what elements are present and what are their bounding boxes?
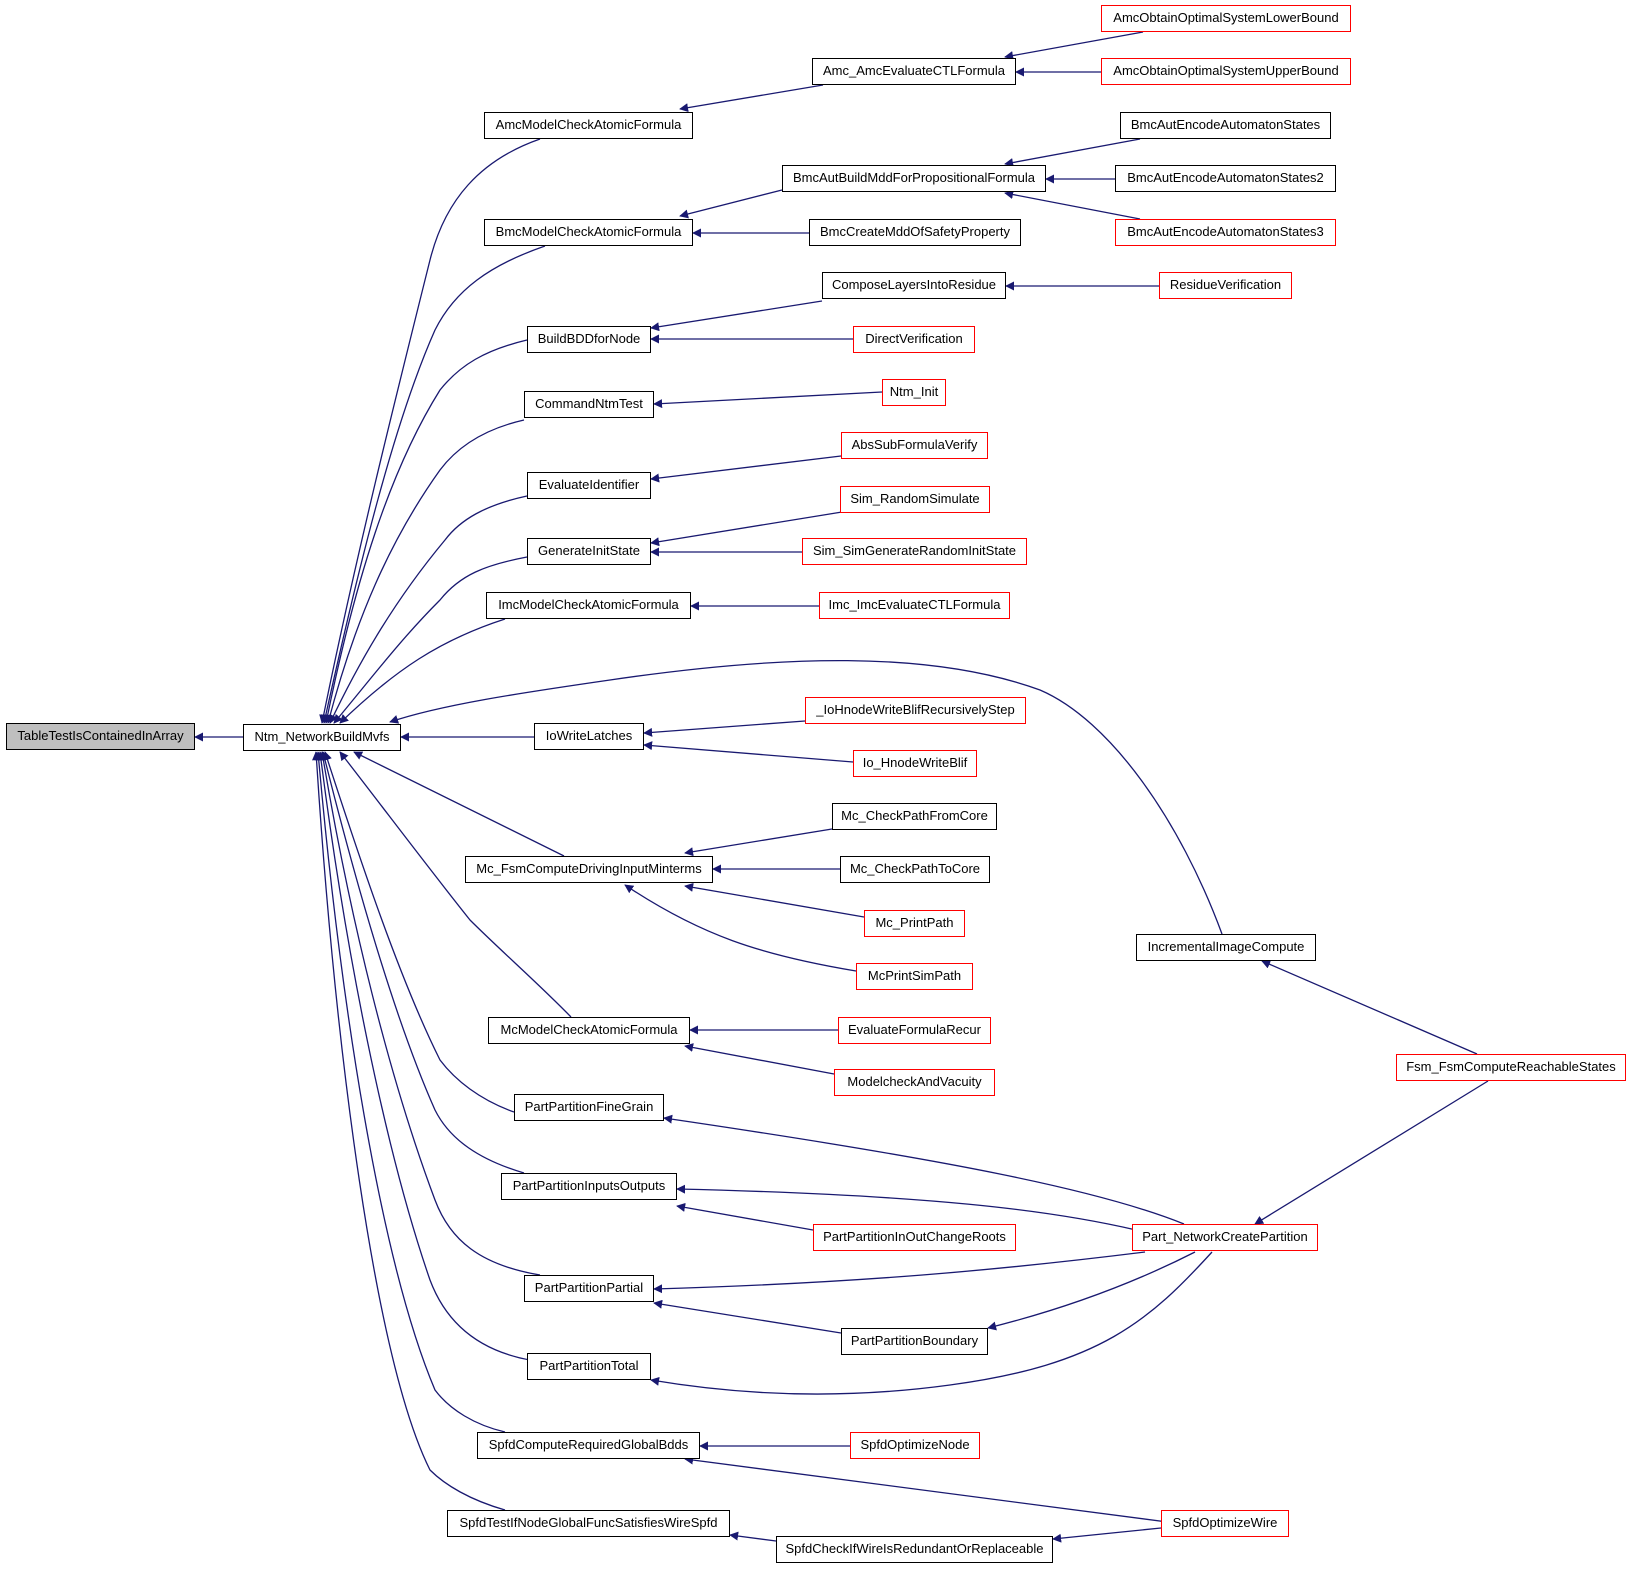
edge-part-net-to-part-boundary (987, 1251, 1196, 1331)
edge-build-bdd-to-ntm (323, 339, 528, 724)
edge-bmc-enc-to-bmc-aut (1004, 138, 1141, 167)
node-bmc-aut-encode-automaton-states[interactable]: BmcAutEncodeAutomatonStates (1120, 112, 1331, 139)
node-part-partition-boundary[interactable]: PartPartitionBoundary (841, 1328, 988, 1355)
edge-layer (194, 31, 1489, 1543)
edge-gen-init-to-ntm (333, 556, 528, 724)
node-sim-random-simulate[interactable]: Sim_RandomSimulate (840, 486, 990, 513)
node-part-partition-total[interactable]: PartPartitionTotal (527, 1353, 651, 1380)
edge-compose-to-build-bdd (650, 300, 823, 332)
node-incremental-image-compute[interactable]: IncrementalImageCompute (1136, 934, 1316, 961)
edge-cmd-ntm-to-ntm (325, 419, 525, 724)
node-residue-verification[interactable]: ResidueVerification (1159, 272, 1292, 299)
node-part-partition-fine-grain[interactable]: PartPartitionFineGrain (514, 1094, 664, 1121)
node-fsm-fsm-compute-reachable-states[interactable]: Fsm_FsmComputeReachableStates (1396, 1054, 1626, 1081)
node-mc-check-path-from-core[interactable]: Mc_CheckPathFromCore (832, 803, 997, 830)
edge-mc-print-sim-to-mc-fsm (624, 884, 857, 972)
node-modelcheck-and-vacuity[interactable]: ModelcheckAndVacuity (834, 1069, 995, 1096)
edge-part-net-to-part-fine (663, 1114, 1185, 1225)
node-part-partition-partial[interactable]: PartPartitionPartial (524, 1275, 654, 1302)
node-spfd-optimize-node[interactable]: SpfdOptimizeNode (850, 1432, 980, 1459)
edge-amc-lower-to-amc-eval (1004, 31, 1144, 60)
node-mc-print-path[interactable]: Mc_PrintPath (864, 910, 965, 937)
edge-model-vac-to-mc-model (684, 1043, 835, 1075)
edge-part-net-to-part-partial (653, 1251, 1146, 1294)
node-spfd-check-if-wire-is-redundant-or-replaceable[interactable]: SpfdCheckIfWireIsRedundantOrReplaceable (776, 1536, 1053, 1563)
edge-abs-sub-to-eval-id (650, 455, 842, 483)
node-sim-sim-generate-random-init-state[interactable]: Sim_SimGenerateRandomInitState (802, 538, 1027, 565)
node-imc-imc-evaluate-ctl-formula[interactable]: Imc_ImcEvaluateCTLFormula (819, 592, 1010, 619)
node-io-hnode-write-blif[interactable]: Io_HnodeWriteBlif (853, 750, 977, 777)
node-ntm-network-build-mvfs[interactable]: Ntm_NetworkBuildMvfs (243, 724, 401, 751)
node-spfd-test-if-node-global-func-satisfies-wire-spfd[interactable]: SpfdTestIfNodeGlobalFuncSatisfiesWireSpf… (447, 1510, 730, 1537)
node-bmc-aut-encode-automaton-states3[interactable]: BmcAutEncodeAutomatonStates3 (1115, 219, 1336, 246)
node-bmc-model-check-atomic-formula[interactable]: BmcModelCheckAtomicFormula (484, 219, 693, 246)
node-amc-obtain-optimal-system-lower-bound[interactable]: AmcObtainOptimalSystemLowerBound (1101, 5, 1351, 32)
edge-part-total-to-ntm (316, 751, 531, 1361)
edge-imc-model-to-ntm (339, 618, 506, 724)
edge-part-io-to-ntm (320, 751, 525, 1174)
edge-mc-print-to-mc-fsm (684, 882, 865, 918)
edge-part-net-to-part-total (650, 1251, 1213, 1395)
edge-spfd-opt-wire-to-spfd-check (1052, 1527, 1162, 1543)
node-evaluate-formula-recur[interactable]: EvaluateFormulaRecur (838, 1017, 991, 1044)
node-io-write-latches[interactable]: IoWriteLatches (534, 723, 644, 750)
node-bmc-create-mdd-of-safety-property[interactable]: BmcCreateMddOfSafetyProperty (809, 219, 1021, 246)
node-mc-print-sim-path[interactable]: McPrintSimPath (856, 963, 973, 990)
node-amc-obtain-optimal-system-upper-bound[interactable]: AmcObtainOptimalSystemUpperBound (1101, 58, 1351, 85)
node-ntm-init[interactable]: Ntm_Init (882, 379, 946, 406)
node-evaluate-identifier[interactable]: EvaluateIdentifier (527, 472, 651, 499)
edge-spfd-opt-wire-to-spfd-req (684, 1455, 1176, 1524)
edge-io-hnode-to-io-write (643, 741, 854, 763)
node-abs-sub-formula-verify[interactable]: AbsSubFormulaVerify (841, 432, 988, 459)
node-mc-fsm-compute-driving-input-minterms[interactable]: Mc_FsmComputeDrivingInputMinterms (465, 856, 713, 883)
edge-bmc-aut-to-bmc-model (679, 189, 783, 219)
node-spfd-optimize-wire[interactable]: SpfdOptimizeWire (1161, 1510, 1289, 1537)
edge-part-boundary-to-part-partial (653, 1299, 842, 1334)
edge-fsm-reach-to-part-net (1254, 1080, 1489, 1225)
edge-spfd-test-to-ntm (312, 751, 506, 1511)
edge-sim-random-to-gen-init (650, 511, 843, 547)
node-command-ntm-test[interactable]: CommandNtmTest (524, 391, 654, 418)
edge-mc-from-core-to-mc-fsm (684, 828, 833, 857)
node-amc-amc-evaluate-ctl-formula[interactable]: Amc_AmcEvaluateCTLFormula (812, 58, 1016, 85)
node-spfd-compute-required-global-bdds[interactable]: SpfdComputeRequiredGlobalBdds (477, 1432, 700, 1459)
edge-part-partial-to-ntm (318, 751, 541, 1276)
edge-inc-image-to-ntm (389, 659, 1223, 935)
node-table-test-is-contained-in-array: TableTestIsContainedInArray (6, 723, 195, 750)
node-bmc-aut-build-mdd-for-propositional-formula[interactable]: BmcAutBuildMddForPropositionalFormula (782, 165, 1046, 192)
node-direct-verification[interactable]: DirectVerification (853, 326, 975, 353)
node-bmc-aut-encode-automaton-states2[interactable]: BmcAutEncodeAutomatonStates2 (1115, 165, 1336, 192)
node-part-network-create-partition[interactable]: Part_NetworkCreatePartition (1132, 1224, 1318, 1251)
edge-bmc-model-to-ntm (321, 245, 546, 724)
edge-io-hnode-step-to-io-write (643, 720, 806, 737)
edge-part-in-out-to-part-io (676, 1202, 814, 1231)
node-io-hnode-write-blif-recursively-step[interactable]: _IoHnodeWriteBlifRecursivelyStep (805, 697, 1026, 724)
edge-bmc-enc3-to-bmc-aut (1004, 190, 1141, 220)
node-mc-check-path-to-core[interactable]: Mc_CheckPathToCore (840, 856, 990, 883)
node-compose-layers-into-residue[interactable]: ComposeLayersIntoResidue (822, 272, 1006, 299)
edge-fsm-reach-to-inc-image (1261, 960, 1478, 1055)
node-part-partition-inputs-outputs[interactable]: PartPartitionInputsOutputs (501, 1173, 677, 1200)
edge-mc-model-to-ntm (339, 751, 572, 1018)
edge-amc-eval-to-amc-model (679, 84, 824, 113)
node-mc-model-check-atomic-formula[interactable]: McModelCheckAtomicFormula (488, 1017, 690, 1044)
node-generate-init-state[interactable]: GenerateInitState (527, 538, 651, 565)
edge-ntm-init-to-cmd-ntm (653, 391, 883, 409)
edge-amc-model-to-ntm (319, 138, 541, 724)
edge-spfd-req-to-ntm (314, 751, 506, 1433)
edge-eval-id-to-ntm (329, 495, 528, 724)
node-amc-model-check-atomic-formula[interactable]: AmcModelCheckAtomicFormula (484, 112, 693, 139)
edge-spfd-check-to-spfd-test (729, 1531, 777, 1542)
node-part-partition-in-out-change-roots[interactable]: PartPartitionInOutChangeRoots (813, 1224, 1016, 1251)
edge-part-fine-to-ntm (323, 751, 515, 1113)
edge-mc-fsm-to-ntm (353, 751, 565, 857)
node-imc-model-check-atomic-formula[interactable]: ImcModelCheckAtomicFormula (486, 592, 691, 619)
node-build-bdd-for-node[interactable]: BuildBDDforNode (527, 326, 651, 353)
edge-part-net-to-part-io (676, 1184, 1137, 1231)
